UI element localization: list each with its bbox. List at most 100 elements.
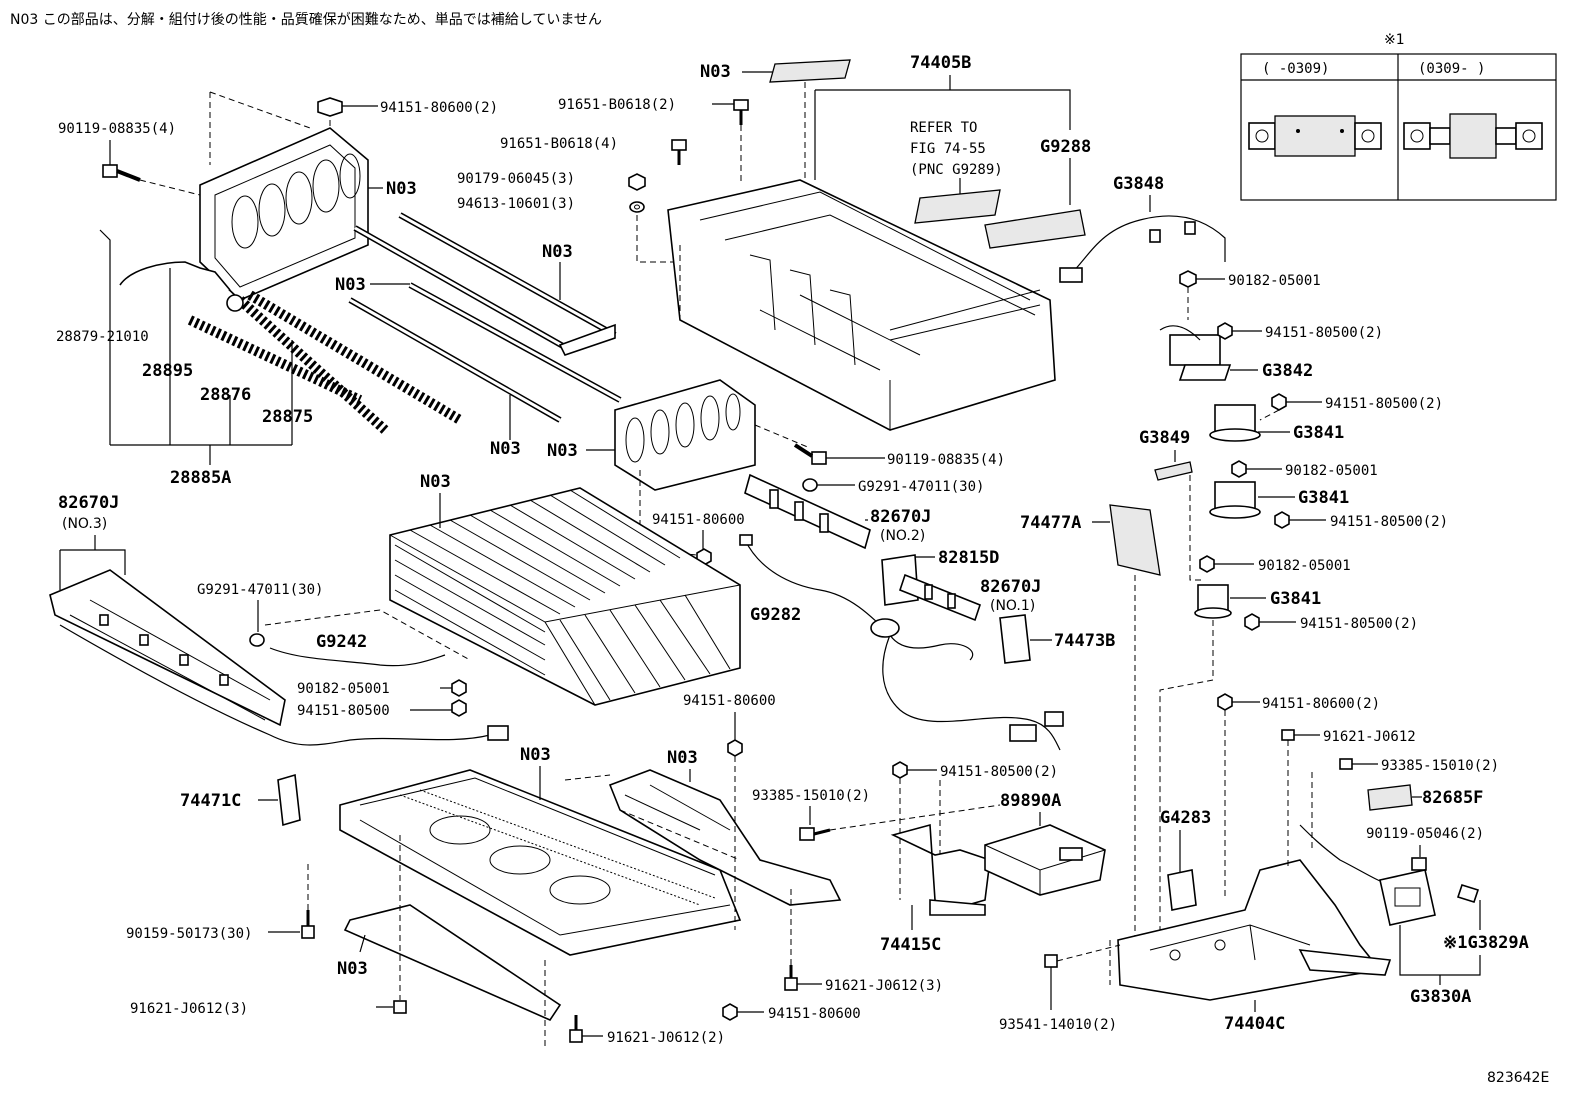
nut-icon bbox=[317, 97, 343, 117]
ecu-89890a bbox=[984, 824, 1106, 896]
inset-col-left: ( -0309) bbox=[1262, 61, 1329, 77]
label-82670j-no2-sub: (NO.2) bbox=[880, 528, 925, 544]
label-82685f: 82685F bbox=[1422, 788, 1483, 808]
battery-module-stack bbox=[389, 487, 741, 706]
label-94151-80500-2e: 94151-80500(2) bbox=[940, 764, 1058, 780]
bolt-icon bbox=[1339, 758, 1353, 770]
inset-mark: ※1 bbox=[1384, 32, 1405, 48]
label-82670j-no3: 82670J bbox=[58, 493, 119, 513]
label-82670j-no1: 82670J bbox=[980, 577, 1041, 597]
bolt-icon bbox=[671, 139, 687, 165]
nut-icon bbox=[1271, 393, 1287, 411]
n03-lower-tray: N03 bbox=[520, 745, 551, 765]
label-82670j-no1-sub: (NO.1) bbox=[990, 598, 1035, 614]
lower-battery-tray bbox=[339, 769, 742, 956]
label-94151-80600-c: 94151-80600 bbox=[768, 1006, 861, 1022]
relay-g3841-c bbox=[1194, 584, 1232, 619]
bolt-icon bbox=[793, 443, 827, 465]
label-74415c: 74415C bbox=[880, 935, 941, 955]
bolt-icon bbox=[784, 965, 798, 991]
battery-rods bbox=[348, 212, 622, 423]
label-94151-80500-2c: 94151-80500(2) bbox=[1330, 514, 1448, 530]
label-28895: 28895 bbox=[142, 361, 193, 381]
label-90119-08835-a: 90119-08835(4) bbox=[58, 121, 176, 137]
label-90119-08835-b: 90119-08835(4) bbox=[887, 452, 1005, 468]
label-g3841-c: G3841 bbox=[1270, 589, 1321, 609]
label-91651-b0618-4: 91651-B0618(4) bbox=[500, 136, 618, 152]
label-94151-80600-2a: 94151-80600(2) bbox=[380, 100, 498, 116]
label-74405b: 74405B bbox=[910, 53, 971, 73]
bolt-icon bbox=[301, 910, 315, 939]
label-94151-80500-2a: 94151-80500(2) bbox=[1265, 325, 1383, 341]
bolt-icon bbox=[1411, 857, 1427, 871]
label-28876: 28876 bbox=[200, 385, 251, 405]
label-g3830a: G3830A bbox=[1410, 987, 1471, 1007]
label-82815d: 82815D bbox=[938, 548, 999, 568]
washer-icon bbox=[629, 201, 645, 213]
label-91621-j0612-2: 91621-J0612(2) bbox=[607, 1030, 725, 1046]
relay-g3841-a bbox=[1209, 404, 1261, 442]
label-90182-05001-c: 90182-05001 bbox=[1258, 558, 1351, 574]
label-82670j-no2: 82670J bbox=[870, 507, 931, 527]
nut-icon bbox=[1179, 270, 1197, 288]
bracket-74415c bbox=[890, 823, 991, 916]
label-74477a: 74477A bbox=[1020, 513, 1081, 533]
label-90182-05001-a: 90182-05001 bbox=[1228, 273, 1321, 289]
inset-col-right: (0309- ) bbox=[1418, 61, 1485, 77]
bolt-icon bbox=[393, 1000, 407, 1014]
nut-icon bbox=[1231, 460, 1247, 478]
label-g4283: G4283 bbox=[1160, 808, 1211, 828]
n03-side-cover: N03 bbox=[667, 748, 698, 768]
relay-g3842 bbox=[1159, 325, 1232, 381]
connector-icon bbox=[1059, 267, 1083, 283]
n03-end-plate-left: N03 bbox=[386, 179, 417, 199]
label-74473b: 74473B bbox=[1054, 631, 1115, 651]
wire-harness-g9282 bbox=[739, 534, 1064, 751]
cover-74477a bbox=[1109, 504, 1161, 576]
label-g9291-47011-a: G9291-47011(30) bbox=[858, 479, 984, 495]
bus-bar-module-no1 bbox=[899, 573, 981, 622]
nut-icon bbox=[451, 699, 467, 717]
label-g3841-a: G3841 bbox=[1293, 423, 1344, 443]
diagram-id: 823642E bbox=[1487, 1070, 1549, 1086]
label-g3829a: ※1G3829A bbox=[1443, 933, 1529, 953]
n03-upper-cover: N03 bbox=[700, 62, 731, 82]
refer-line-2: FIG 74-55 bbox=[910, 141, 986, 157]
fusible-link-g3829a bbox=[1379, 869, 1436, 926]
refer-line-1: REFER TO bbox=[910, 120, 977, 136]
label-93385-15010-a: 93385-15010(2) bbox=[752, 788, 870, 804]
label-g9291-47011-b: G9291-47011(30) bbox=[197, 582, 323, 598]
label-93385-15010-b: 93385-15010(2) bbox=[1381, 758, 1499, 774]
side-cover-plate bbox=[608, 769, 842, 906]
nut-icon bbox=[628, 173, 646, 191]
bolt-icon bbox=[102, 164, 141, 182]
nut-icon bbox=[451, 679, 467, 697]
label-93541-14010: 93541-14010(2) bbox=[999, 1017, 1117, 1033]
n03-frame: N03 bbox=[547, 441, 578, 461]
refer-line-3: (PNC G9289) bbox=[910, 162, 1003, 178]
fusible-link-new-icon bbox=[1403, 113, 1543, 159]
label-plate-82685f bbox=[1367, 784, 1413, 811]
label-90179-06045: 90179-06045(3) bbox=[457, 171, 575, 187]
label-90159-50173: 90159-50173(30) bbox=[126, 926, 252, 942]
cap-icon bbox=[249, 633, 265, 647]
label-94151-80600-b: 94151-80600 bbox=[683, 693, 776, 709]
label-90182-05001-d: 90182-05001 bbox=[297, 681, 390, 697]
cap-icon bbox=[802, 478, 818, 492]
end-plate-frame-left bbox=[199, 127, 369, 301]
nut-icon bbox=[727, 739, 743, 757]
label-94613-10601: 94613-10601(3) bbox=[457, 196, 575, 212]
relay-g3841-b bbox=[1209, 481, 1261, 519]
n03-rod-2: N03 bbox=[335, 275, 366, 295]
connector-icon bbox=[487, 725, 509, 741]
label-74404c: 74404C bbox=[1224, 1014, 1285, 1034]
nut-icon bbox=[1199, 555, 1215, 573]
label-28885a: 28885A bbox=[170, 468, 231, 488]
label-94151-80600-a: 94151-80600 bbox=[652, 512, 745, 528]
label-94151-80500-2b: 94151-80500(2) bbox=[1325, 396, 1443, 412]
bus-bar-module-no3 bbox=[49, 569, 286, 727]
n03-battery-module: N03 bbox=[420, 472, 451, 492]
label-91621-j0612-3b: 91621-J0612(3) bbox=[825, 978, 943, 994]
